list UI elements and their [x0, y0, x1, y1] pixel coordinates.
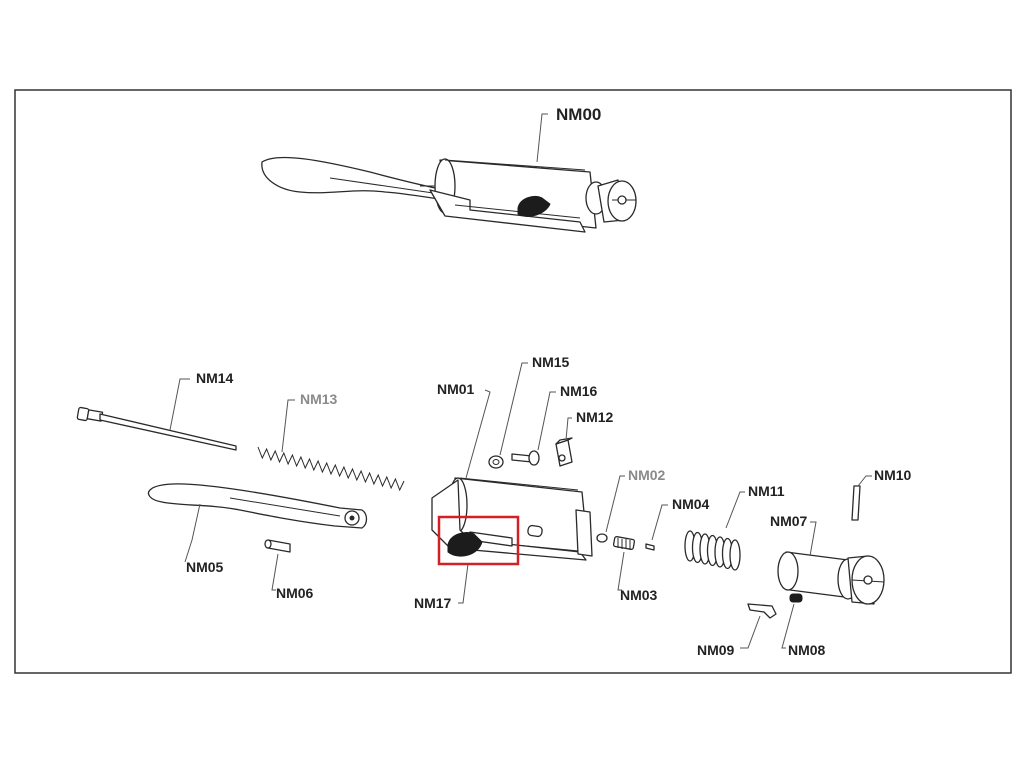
- part-nm05: NM05: [147, 483, 368, 575]
- highlight-box: [437, 515, 520, 566]
- label-nm09: NM09: [697, 642, 735, 658]
- part-nm03: NM03: [612, 536, 658, 603]
- part-nm16: NM16: [511, 383, 598, 466]
- coil-turn: [729, 539, 741, 571]
- diagram-frame: [14, 89, 1012, 674]
- part-nm13: NM13: [257, 391, 405, 492]
- label-nm01: NM01: [437, 381, 475, 397]
- part-nm01: NM01: [431, 381, 593, 561]
- label-nm17: NM17: [414, 595, 452, 611]
- part-nm04: NM04: [645, 496, 710, 551]
- part-nm02: NM02: [596, 467, 666, 543]
- label-nm16: NM16: [560, 383, 598, 399]
- label-nm10: NM10: [874, 467, 912, 483]
- part-nm10: NM10: [851, 467, 912, 521]
- label-nm14: NM14: [196, 370, 234, 386]
- part-nm11: NM11: [684, 483, 785, 571]
- label-nm13: NM13: [300, 391, 338, 407]
- label-nm02: NM02: [628, 467, 666, 483]
- part-nm09: NM09: [697, 603, 777, 658]
- label-nm15: NM15: [532, 354, 570, 370]
- knob-shape: [517, 195, 551, 217]
- label-nm11: NM11: [748, 483, 785, 499]
- label-nm00: NM00: [556, 105, 601, 124]
- label-nm04: NM04: [672, 496, 710, 512]
- part-nm12: NM12: [555, 409, 614, 467]
- part-nm15: NM15: [488, 354, 570, 469]
- part-nm06: NM06: [264, 539, 314, 601]
- part-nm08: NM08: [781, 593, 826, 658]
- label-nm03: NM03: [620, 587, 658, 603]
- knob-nm17-shape: [447, 531, 483, 557]
- label-nm08: NM08: [788, 642, 826, 658]
- part-nm14: NM14: [76, 370, 237, 451]
- label-nm12: NM12: [576, 409, 614, 425]
- part-nm07: NM07: [770, 513, 885, 605]
- label-nm05: NM05: [186, 559, 224, 575]
- assembly-nm00: NM00: [261, 105, 637, 233]
- part-nm17: NM17: [414, 515, 520, 611]
- label-nm07: NM07: [770, 513, 808, 529]
- label-nm06: NM06: [276, 585, 314, 601]
